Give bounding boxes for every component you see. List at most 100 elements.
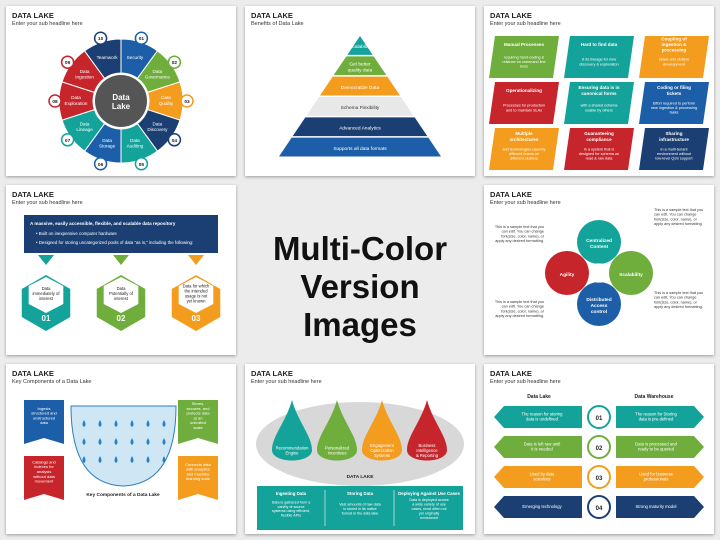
slide-subtitle: Enter your sub headline here [251, 379, 322, 385]
concept-circle [577, 220, 621, 264]
water-drop [146, 438, 150, 445]
heading-line-1: Multi-Color [272, 230, 448, 267]
lake-arrow [494, 436, 582, 458]
hexagon-pointer [38, 255, 54, 265]
slide-subtitle: Benefits of Data Lake [251, 21, 304, 27]
challenge-card [639, 36, 709, 78]
concept-circle [577, 282, 621, 326]
slide-subtitle: Enter your sub headline here [490, 379, 561, 385]
challenge-card-text: requiring hand-coding &reliance on comma… [502, 55, 545, 68]
wheel-number-badge [93, 31, 108, 45]
hexagon-number: 03 [192, 314, 201, 323]
challenge-card-title: Hard to find data [581, 42, 618, 47]
slide-subtitle: Enter your sub headline here [12, 200, 83, 206]
row-number-badge [587, 405, 611, 429]
slide-subtitle: Enter your sub headline here [12, 21, 83, 27]
footer-heading: Ingesting Data [276, 491, 307, 496]
challenge-card [564, 82, 634, 124]
info-banner-bullet: • Designed for storing uncategorized poo… [36, 240, 193, 245]
slide-title: DATA LAKE [490, 190, 532, 199]
wheel-number: 05 [139, 162, 145, 168]
info-banner-bullet: • Built on inexpensive computer hardware [36, 231, 117, 236]
wheel-hub-line-2: Lake [112, 102, 131, 111]
slide-thumbnail-7[interactable]: DATA LAKE Enter your sub headline here R… [245, 364, 475, 534]
slide-thumbnail-8[interactable]: DATA LAKE Enter your sub headline here D… [484, 364, 714, 534]
pyramid-level [279, 137, 441, 157]
center-ring [589, 263, 609, 283]
left-column-heading: Data Lake [527, 394, 551, 400]
pyramid-level [320, 76, 400, 96]
water-drop [162, 438, 166, 445]
slide-thumbnail-6[interactable]: DATA LAKE Key Components of a Data Lake … [6, 364, 236, 534]
lake-arrow [494, 496, 582, 518]
info-banner-heading: A massive, easily accessible, flexible, … [30, 221, 176, 226]
hexagon-pointer [113, 255, 129, 265]
info-banner [24, 215, 218, 253]
wheel-number-badge [60, 55, 75, 69]
slide-thumbnail-4[interactable]: DATA LAKE Enter your sub headline here A… [6, 185, 236, 355]
right-column-heading: Data Warehouse [635, 394, 674, 400]
water-drop [130, 438, 134, 445]
slide-thumbnail-2[interactable]: DATA LAKE Benefits of Data Lake Scalabil… [245, 6, 475, 176]
pyramid-level-label: Advanced Analytics [339, 126, 381, 132]
row-number-badge [587, 495, 611, 519]
concept-circle [609, 251, 653, 295]
challenge-card [489, 36, 559, 78]
challenge-card [564, 128, 634, 170]
slide-title: DATA LAKE [251, 11, 293, 20]
hexagon-number: 02 [117, 314, 126, 323]
slide-thumbnail-5[interactable]: DATA LAKE Enter your sub headline here C… [484, 185, 714, 355]
challenge-card [639, 128, 709, 170]
slide-title: DATA LAKE [251, 369, 293, 378]
multi-color-heading: Multi-Color Version Images [245, 230, 475, 344]
slide-thumbnail-3[interactable]: DATA LAKE Enter your sub headline here M… [484, 6, 714, 176]
component-flag [24, 456, 64, 500]
wheel-number: 03 [184, 99, 190, 105]
lake-point: Emerging technology [522, 504, 562, 509]
water-drop [114, 438, 118, 445]
warehouse-arrow [616, 406, 704, 428]
component-flag [178, 456, 218, 500]
lake-label: DATA LAKE [347, 474, 375, 480]
pyramid-level-label: Schema Flexibility [341, 105, 380, 111]
water-drop [162, 420, 166, 427]
wheel-number-badge [60, 133, 75, 147]
slide-thumbnail-1[interactable]: DATA LAKE Enter your sub headline here S… [6, 6, 236, 176]
water-drop [114, 456, 118, 463]
warehouse-arrow [616, 496, 704, 518]
wheel-number-badge [167, 133, 182, 147]
wheel-number: 07 [65, 138, 71, 144]
water-drop [82, 420, 86, 427]
row-number: 01 [596, 416, 603, 422]
slide-title: DATA LAKE [490, 369, 532, 378]
